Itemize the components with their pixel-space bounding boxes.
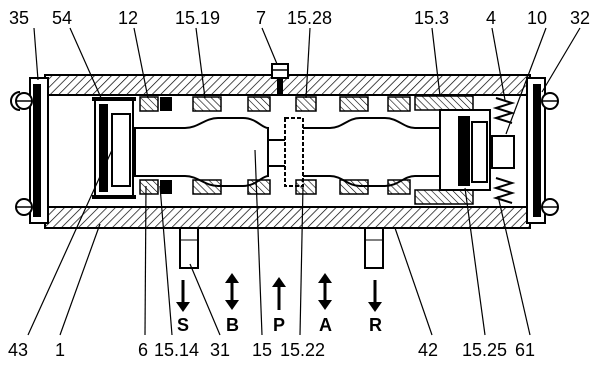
- label-35: 35: [9, 8, 29, 28]
- port-arrows: [176, 273, 382, 312]
- port-label-a: A: [319, 315, 332, 335]
- springs: [491, 97, 516, 204]
- top-screw: [271, 63, 289, 96]
- label-15-14: 15.14: [154, 340, 199, 360]
- label-15: 15: [252, 340, 272, 360]
- port-label-s: S: [177, 315, 189, 335]
- label-54: 54: [52, 8, 72, 28]
- label-4: 4: [486, 8, 496, 28]
- arrow-r: [368, 280, 382, 312]
- label-32: 32: [570, 8, 590, 28]
- port-label-b: B: [226, 315, 239, 335]
- left-piston: [92, 97, 136, 199]
- right-end-cap: [526, 77, 559, 224]
- label-15-28: 15.28: [287, 8, 332, 28]
- arrow-b: [225, 273, 239, 310]
- arrow-s: [176, 280, 190, 312]
- port-label-r: R: [369, 315, 382, 335]
- port-labels: S B P A R: [177, 315, 382, 335]
- label-42: 42: [418, 340, 438, 360]
- label-12: 12: [118, 8, 138, 28]
- seals: [139, 96, 411, 195]
- arrow-a: [318, 273, 332, 310]
- leader-lines: [27, 27, 581, 336]
- label-15-25: 15.25: [462, 340, 507, 360]
- label-10: 10: [527, 8, 547, 28]
- label-61: 61: [515, 340, 535, 360]
- top-labels: 35 54 12 15.19 7 15.28 15.3 4 10 32: [9, 8, 590, 28]
- port-fittings: [179, 227, 384, 269]
- bottom-labels: 43 1 6 15.14 31 15 15.22 42 15.25 61: [8, 340, 535, 360]
- left-end-cap: [10, 77, 49, 224]
- port-label-p: P: [273, 315, 285, 335]
- label-7: 7: [256, 8, 266, 28]
- label-31: 31: [210, 340, 230, 360]
- label-43: 43: [8, 340, 28, 360]
- label-15-22: 15.22: [280, 340, 325, 360]
- label-15-19: 15.19: [175, 8, 220, 28]
- spool: [134, 117, 441, 187]
- label-6: 6: [138, 340, 148, 360]
- label-15-3: 15.3: [414, 8, 449, 28]
- arrow-p: [272, 277, 286, 310]
- label-1: 1: [55, 340, 65, 360]
